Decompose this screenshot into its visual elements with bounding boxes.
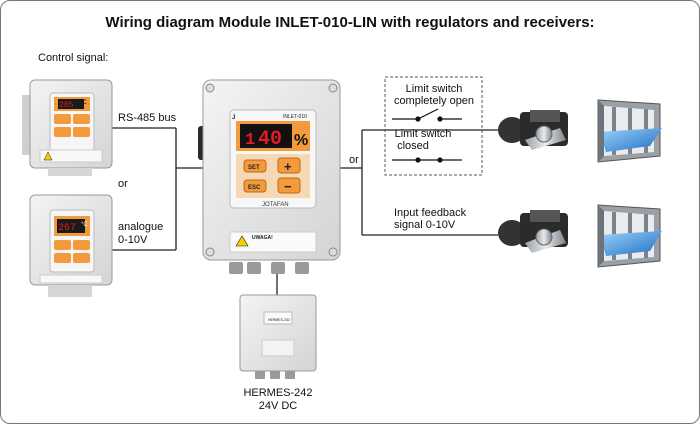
regulator-bottom-display: 267 xyxy=(58,223,76,234)
regulator-top-display: 285 xyxy=(59,101,74,110)
limit-open-label-2: completely open xyxy=(393,95,475,107)
damper-top xyxy=(597,99,662,163)
feedback-label-2: signal 0-10V xyxy=(394,219,456,231)
rs485-label: RS-485 bus xyxy=(118,112,177,124)
regulator-top-unit: °C xyxy=(80,100,87,106)
limit-switch-box xyxy=(384,76,483,176)
actuator-top xyxy=(498,110,568,150)
module-display-unit: % xyxy=(294,132,308,149)
regulator-bottom-unit: °C xyxy=(81,222,88,228)
module-warning-label: UWAGA! xyxy=(252,235,273,241)
analogue-label: analogue xyxy=(118,221,164,233)
module-display-value: 40 xyxy=(258,128,282,151)
module-set-button: SET xyxy=(248,165,260,171)
regulator-bottom xyxy=(29,194,113,297)
hermes-label: HERMES-242 xyxy=(243,387,313,399)
or-left-label: or xyxy=(118,178,128,190)
regulator-top xyxy=(22,79,113,176)
module-display-digit: 1 xyxy=(245,131,255,150)
diagram-title: Wiring diagram Module INLET-010-LIN with… xyxy=(105,14,595,31)
feedback-label-1: Input feedback xyxy=(394,207,467,219)
switch-closed-symbol xyxy=(392,157,462,163)
actuator-bottom xyxy=(498,210,568,253)
limit-closed-label-2: closed xyxy=(397,140,429,152)
or-right-label: or xyxy=(349,154,359,166)
module-minus-button: − xyxy=(284,179,292,194)
hermes-box-label: HERMES-242 xyxy=(268,318,290,322)
control-signal-label: Control signal: xyxy=(38,52,109,64)
module-brand-mark: J xyxy=(232,115,235,121)
module-model-label: INLET-010 xyxy=(283,114,307,120)
limit-closed-label-1: Limit switch xyxy=(394,128,452,140)
damper-bottom xyxy=(597,204,662,268)
module-plus-button: + xyxy=(284,159,292,174)
module-logo: JOTAFAN xyxy=(262,202,289,208)
hermes-voltage-label: 24V DC xyxy=(258,400,298,412)
analogue-voltage-label: 0-10V xyxy=(118,234,148,246)
hermes-power-supply xyxy=(239,294,317,379)
switch-open-symbol xyxy=(392,108,462,122)
inlet-module xyxy=(198,79,341,274)
limit-open-label-1: Limit switch xyxy=(405,83,463,95)
module-esc-button: ESC xyxy=(248,185,261,191)
